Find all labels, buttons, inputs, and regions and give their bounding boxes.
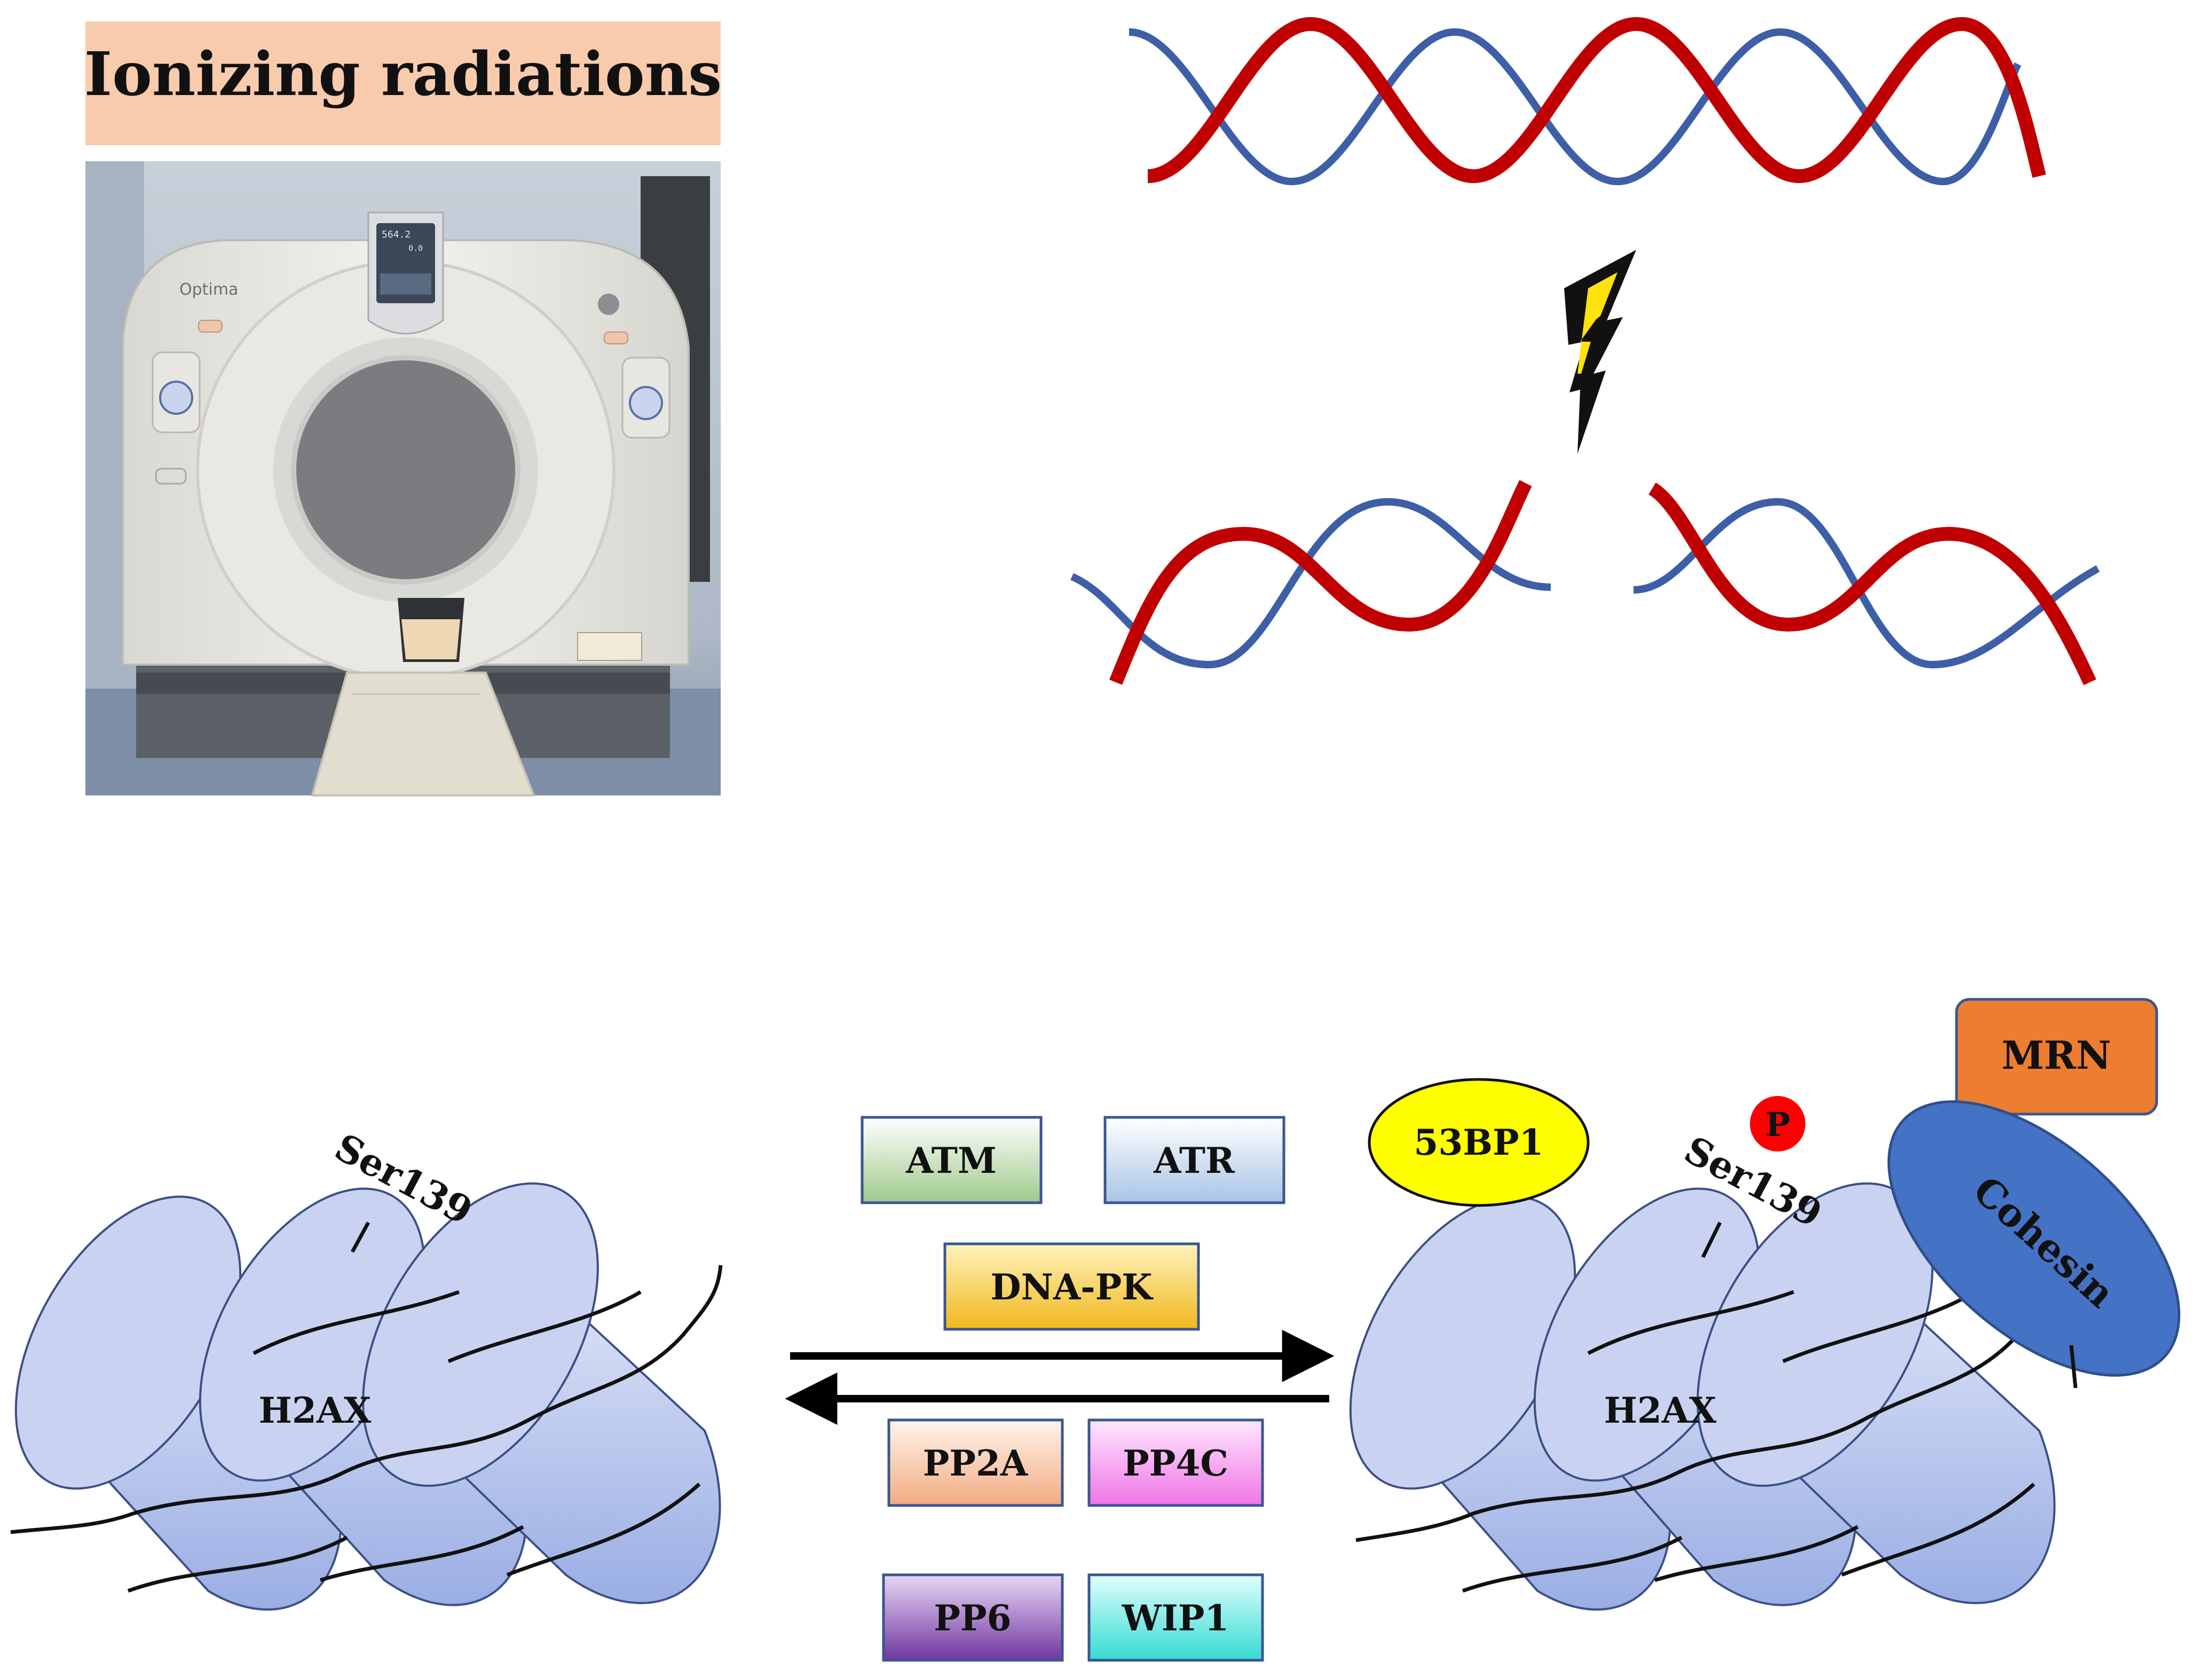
left-h2ax-label: H2AX [259,1390,372,1431]
bp53-label: 53BP1 [1414,1122,1543,1163]
atr-label: ATR [1153,1140,1235,1181]
dna-wrap [10,1265,723,1534]
nucleosome-cylinder [1697,1182,2056,1604]
broken-dna-helix [1070,480,2100,685]
broken-strand-red-right [1648,482,2096,685]
scanner-display-bottom: 0.0 [408,243,423,253]
pp6-label: PP6 [934,1597,1011,1639]
enzyme-box-pp6: PP6 [882,1573,1064,1662]
mrn-complex: MRN [1955,998,2158,1116]
intact-dna-helix [1129,17,2046,186]
mrn-label: MRN [2001,1032,2111,1078]
lightning-bolt-icon [1564,250,1636,454]
title-banner: Ionizing radiations [84,21,722,145]
enzyme-box-dna-pk: DNA-PK [943,1242,1200,1331]
dna-pk-label: DNA-PK [990,1266,1154,1308]
wip1-label: WIP1 [1122,1597,1229,1639]
pp2a-label: PP2A [923,1442,1028,1484]
phospho-label: P [1765,1105,1790,1144]
left-nucleosome-array: Ser139 H2AX [10,1125,723,1611]
scanner-display-top: 564.2 [382,229,411,240]
broken-strand-blue-left [1070,498,1551,669]
bp53-protein: 53BP1 [1368,1078,1590,1207]
nucleosome-cylinder [1349,1195,1672,1611]
nucleosome-cylinder [362,1182,721,1604]
enzyme-box-atr: ATR [1103,1116,1285,1204]
dna-strand-red [1147,17,2046,184]
cohesin-complex: Cohesin [1887,1100,2181,1389]
atm-label: ATM [905,1140,997,1181]
enzyme-box-pp2a: PP2A [887,1418,1064,1507]
phospho-badge: P [1750,1096,1805,1151]
enzyme-box-atm: ATM [861,1116,1043,1204]
scanner-brand: Optima [179,280,238,299]
ct-scanner-photo: 564.2 0.0 Optima [85,161,721,796]
pp4c-label: PP4C [1123,1442,1228,1484]
title-text: Ionizing radiations [84,40,722,109]
right-h2ax-label: H2AX [1604,1390,1717,1431]
enzyme-box-pp4c: PP4C [1087,1418,1264,1507]
enzyme-box-wip1: WIP1 [1087,1573,1264,1662]
broken-strand-red-left [1109,480,1532,685]
dna-strand-blue [1129,28,2022,186]
